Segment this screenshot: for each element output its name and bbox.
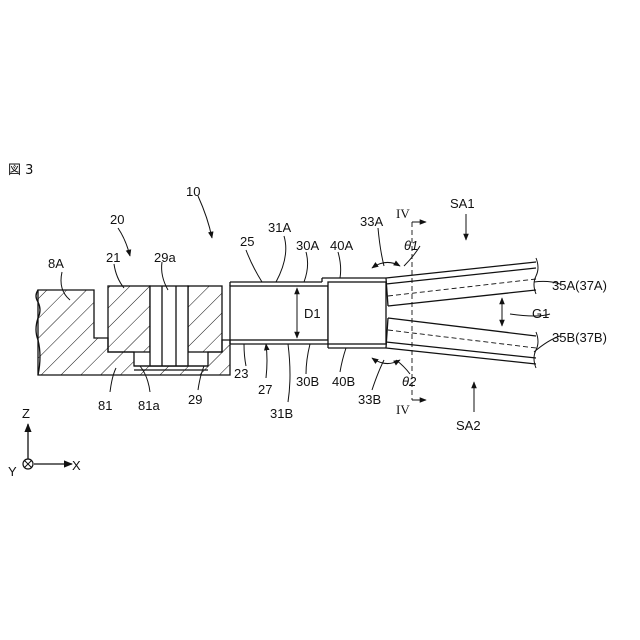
arm-35A (386, 262, 536, 306)
arm-35A-break (534, 258, 538, 294)
axis-label-X: X (72, 458, 81, 473)
label-20: 20 (110, 212, 124, 227)
coordinate-axes (23, 424, 72, 469)
axis-label-Z: Z (22, 406, 30, 421)
label-30A: 30A (296, 238, 319, 253)
label-G1: G1 (532, 306, 549, 321)
label-27: 27 (258, 382, 272, 397)
label-29a: 29a (154, 250, 176, 265)
figure-title: 図 3 (8, 163, 33, 178)
label-40A: 40A (330, 238, 353, 253)
label-29: 29 (188, 392, 202, 407)
label-30B: 30B (296, 374, 319, 389)
holder-21-left (108, 286, 150, 352)
label-23: 23 (234, 366, 248, 381)
label-31A: 31A (268, 220, 291, 235)
label-81a: 81a (138, 398, 160, 413)
label-IV-bottom: IV (396, 402, 410, 417)
label-SA2: SA2 (456, 418, 481, 433)
label-10: 10 (186, 184, 200, 199)
label-33B: 33B (358, 392, 381, 407)
label-D1: D1 (304, 306, 321, 321)
label-35A: 35A(37A) (552, 278, 607, 293)
label-SA1: SA1 (450, 196, 475, 211)
label-33A: 33A (360, 214, 383, 229)
label-25: 25 (240, 234, 254, 249)
arm-35B (386, 318, 536, 364)
holder-21-right (188, 286, 222, 352)
label-31B: 31B (270, 406, 293, 421)
angle-theta2-arc (372, 358, 400, 364)
label-theta2: θ2 (402, 374, 417, 389)
label-IV-top: IV (396, 206, 410, 221)
label-40B: 40B (332, 374, 355, 389)
label-21: 21 (106, 250, 120, 265)
label-81: 81 (98, 398, 112, 413)
label-35B: 35B(37B) (552, 330, 607, 345)
label-8A: 8A (48, 256, 64, 271)
label-theta1: θ1 (404, 238, 418, 253)
sleeve-30 (328, 282, 386, 344)
angle-theta1-arc (372, 262, 400, 268)
axis-label-Y: Y (8, 464, 17, 479)
bore-29a (150, 286, 188, 366)
